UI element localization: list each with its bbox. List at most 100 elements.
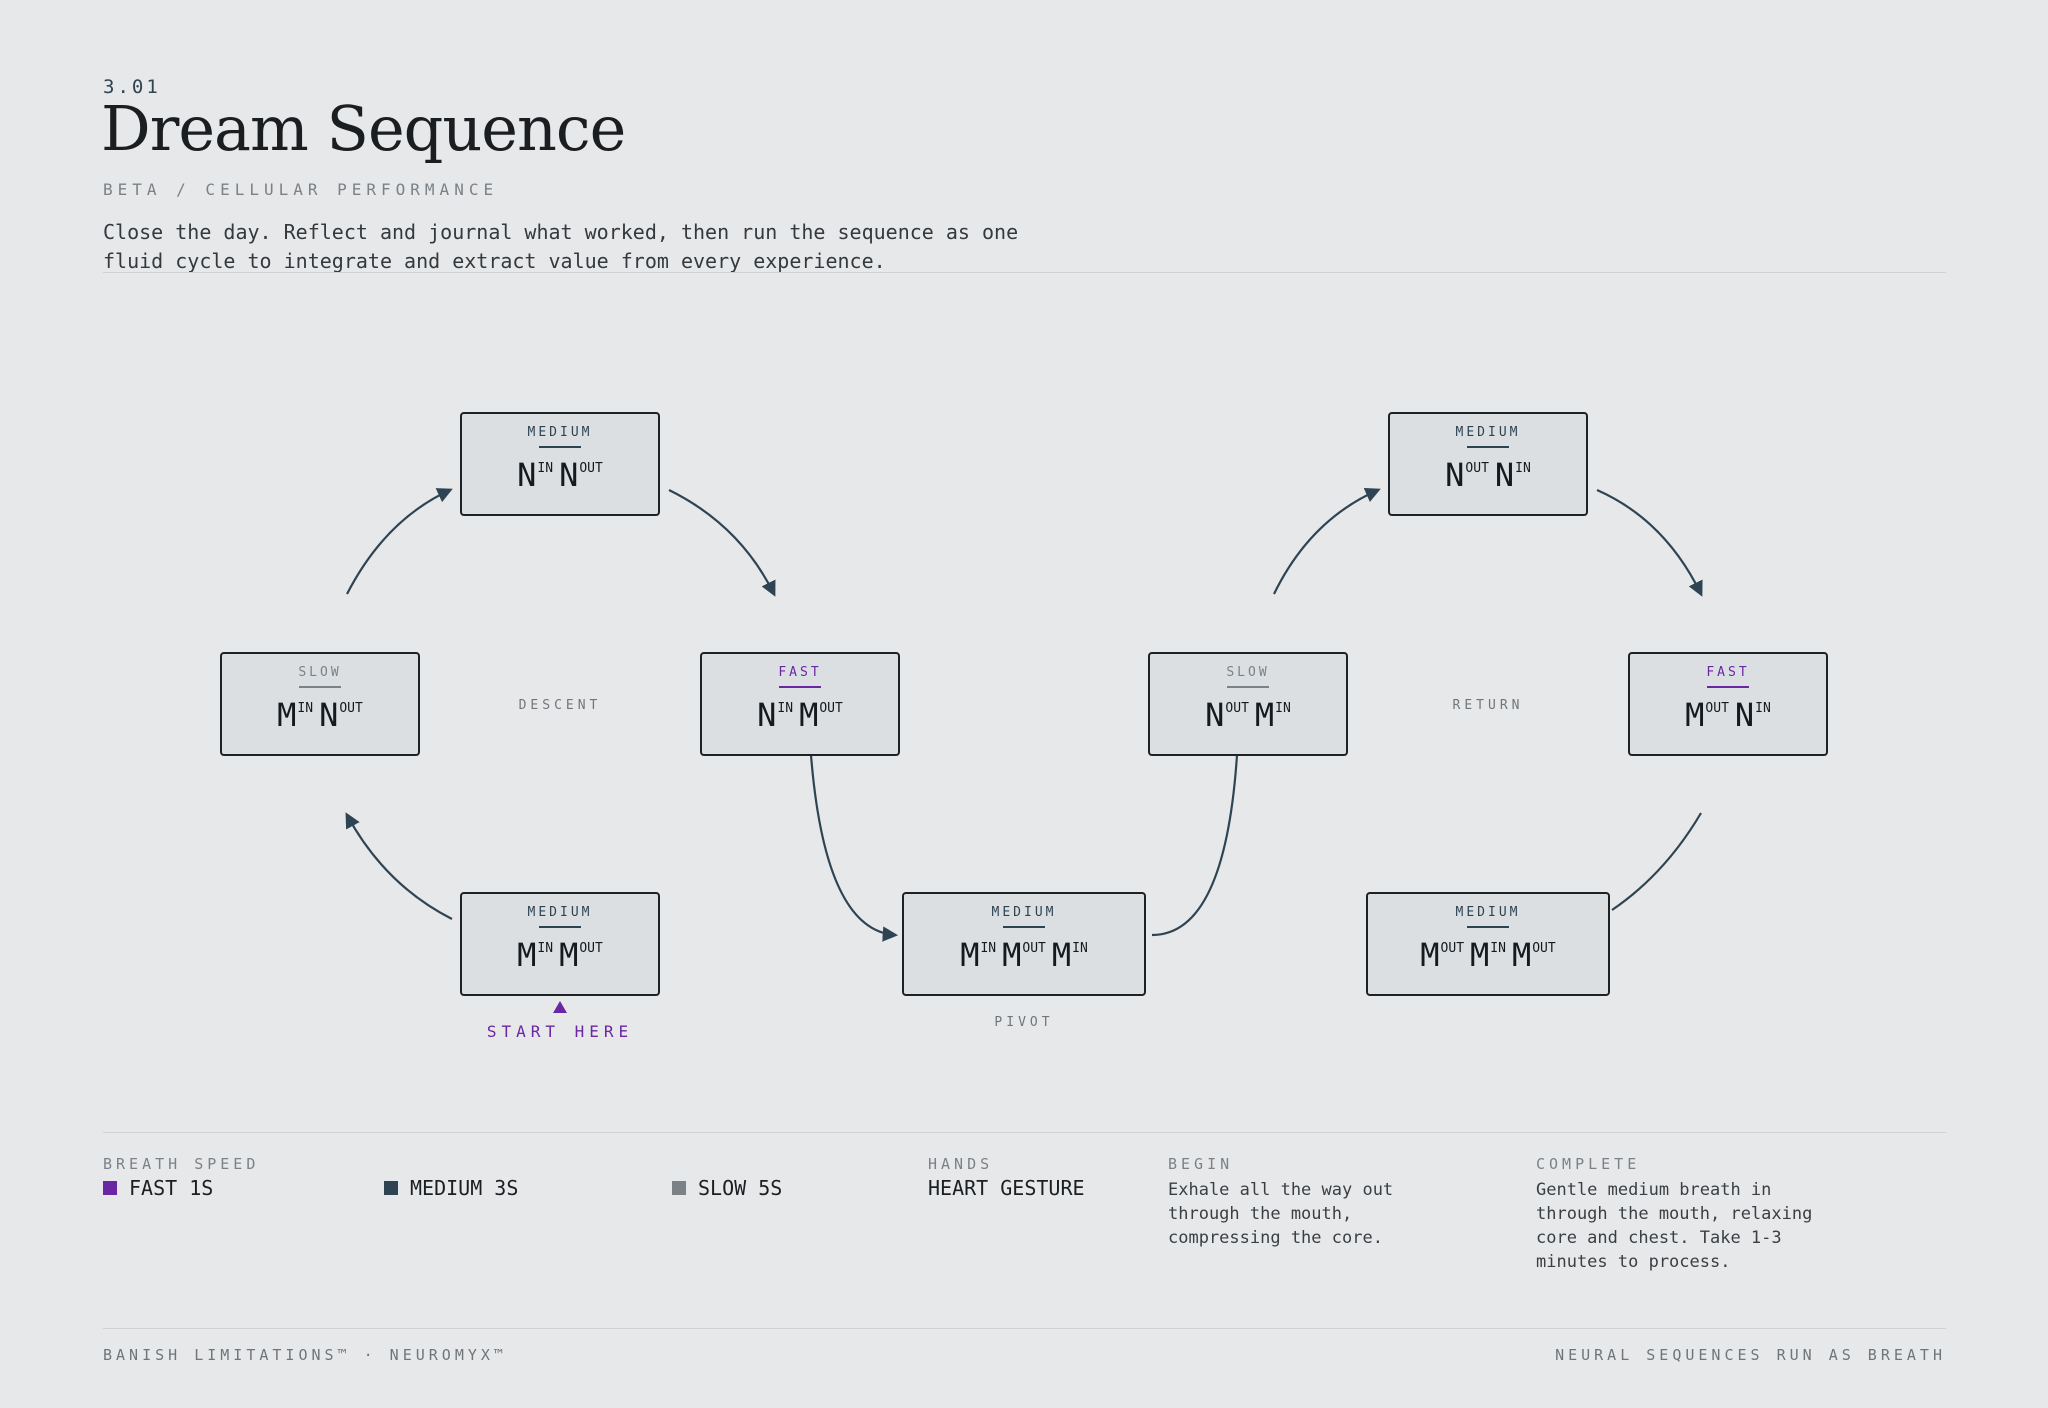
- breath-letter: N: [757, 696, 777, 734]
- footer-tagline: NEURAL SEQUENCES RUN AS BREATH: [1555, 1346, 1946, 1364]
- breath-token: NIN: [757, 696, 799, 734]
- legend-fast-label: FAST 1S: [129, 1176, 214, 1200]
- breath-direction: OUT: [1440, 941, 1465, 956]
- breath-token: MOUT: [1002, 936, 1052, 974]
- fast-swatch-icon: [103, 1181, 117, 1195]
- breath-token: MIN: [277, 696, 319, 734]
- node-speed-underline: [1467, 446, 1509, 448]
- breath-direction: OUT: [579, 461, 603, 476]
- legend-slow: SLOW 5S: [672, 1176, 782, 1200]
- node-speed-underline: [539, 446, 581, 448]
- legend-fast: FAST 1S: [103, 1176, 213, 1200]
- breath-direction: OUT: [339, 701, 363, 716]
- node-speed-label: SLOW: [298, 665, 342, 680]
- breath-token: MOUT: [1685, 696, 1735, 734]
- breath-speed-heading: BREATH SPEED: [103, 1155, 260, 1173]
- node-speed-label: SLOW: [1226, 665, 1270, 680]
- page-title: Dream Sequence: [101, 92, 626, 165]
- breath-letter: M: [1051, 936, 1072, 974]
- breath-token: MOUT: [1512, 936, 1556, 974]
- connector-n3-n4: [668, 489, 776, 597]
- breath-direction: IN: [1490, 941, 1506, 956]
- breath-direction: OUT: [579, 941, 603, 956]
- breath-direction: IN: [980, 941, 997, 956]
- breath-letter: N: [517, 456, 537, 494]
- breath-token: NIN: [1495, 456, 1531, 494]
- connector-n2-n3: [346, 488, 453, 595]
- header-divider: [103, 272, 1946, 273]
- breath-letter: M: [1254, 696, 1275, 734]
- breath-letter: N: [1734, 696, 1755, 734]
- begin-heading: BEGIN: [1168, 1155, 1234, 1173]
- connector-n4-n5: [809, 754, 899, 942]
- breath-token: MIN: [1470, 936, 1512, 974]
- breath-direction: OUT: [1532, 941, 1556, 956]
- footer-brand: BANISH LIMITATIONS™ · NEUROMYX™: [103, 1346, 507, 1364]
- breath-token: NIN: [517, 456, 559, 494]
- breath-letter: M: [277, 696, 297, 734]
- breath-letter: M: [1470, 936, 1490, 974]
- start-marker-icon: [553, 1001, 567, 1013]
- legend-medium-label: MEDIUM 3S: [410, 1176, 519, 1200]
- breath-token: MOUT: [1420, 936, 1470, 974]
- legend-slow-label: SLOW 5S: [698, 1176, 783, 1200]
- breath-direction: OUT: [819, 701, 843, 716]
- legend-medium: MEDIUM 3S: [384, 1176, 518, 1200]
- breath-letter: M: [960, 936, 980, 974]
- node-speed-underline: [1467, 926, 1509, 928]
- node-speed-label: MEDIUM: [1455, 425, 1521, 440]
- breath-token: NIN: [1735, 696, 1771, 734]
- complete-text: Gentle medium breath in through the mout…: [1536, 1180, 1813, 1272]
- node-speed-underline: [539, 926, 581, 928]
- phase-label-descent: DESCENT: [518, 698, 602, 713]
- breath-token: NOUT: [319, 696, 363, 734]
- slow-swatch-icon: [672, 1181, 686, 1195]
- node-speed-underline: [1707, 686, 1749, 688]
- breath-letter: M: [517, 936, 537, 974]
- connector-n8-n9: [1611, 812, 1702, 911]
- breath-token: MIN: [1255, 696, 1291, 734]
- section-number: 3.01: [103, 76, 161, 98]
- breath-letter: N: [559, 456, 579, 494]
- intro-text: Close the day. Reflect and journal what …: [103, 220, 1019, 273]
- connector-n7-n8: [1596, 488, 1703, 597]
- page-subtitle: BETA / CELLULAR PERFORMANCE: [103, 180, 499, 199]
- connector-n1-n2: [345, 812, 453, 920]
- breath-letter: N: [1205, 696, 1225, 734]
- breath-direction: IN: [1515, 461, 1531, 476]
- breath-token: MIN: [1052, 936, 1088, 974]
- node-speed-label: MEDIUM: [991, 905, 1057, 920]
- node-speed-underline: [1003, 926, 1045, 928]
- breath-letter: N: [319, 696, 339, 734]
- breath-token: MOUT: [799, 696, 843, 734]
- breath-direction: IN: [1755, 701, 1771, 716]
- node-speed-label: FAST: [1706, 665, 1750, 680]
- start-label: START HERE: [486, 1022, 634, 1041]
- node-speed-underline: [1227, 686, 1269, 688]
- footer-divider: [103, 1328, 1946, 1329]
- breath-direction: IN: [537, 461, 554, 476]
- breath-direction: IN: [297, 701, 314, 716]
- breath-token: NOUT: [1445, 456, 1495, 494]
- breath-letter: N: [1445, 456, 1465, 494]
- node-speed-underline: [299, 686, 341, 688]
- breath-letter: M: [559, 936, 579, 974]
- breath-letter: M: [799, 696, 819, 734]
- breath-letter: M: [1685, 696, 1705, 734]
- legend-divider: [103, 1132, 1946, 1133]
- connector-n5-n6: [1151, 754, 1239, 937]
